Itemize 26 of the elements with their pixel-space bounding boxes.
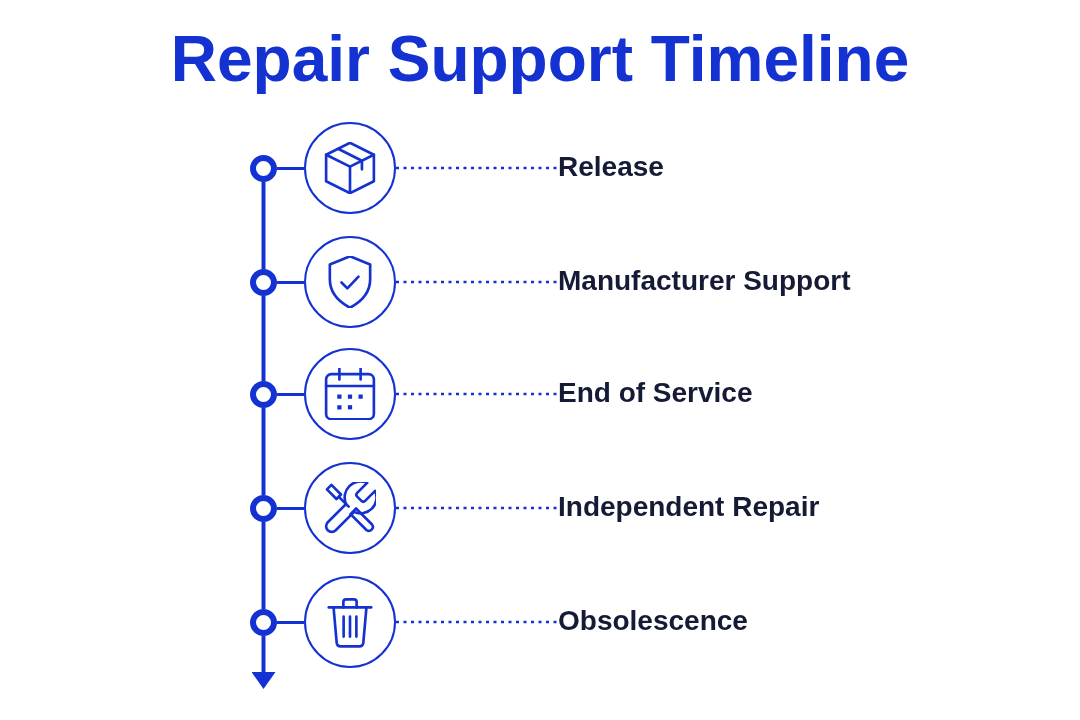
timeline-line — [261, 182, 266, 269]
connector-line — [277, 621, 304, 624]
timeline-line — [261, 522, 266, 609]
dotted-connector — [396, 506, 558, 510]
timeline-arrow — [251, 636, 276, 689]
connector-line — [277, 167, 304, 170]
dotted-connector — [396, 166, 558, 170]
dotted-connector — [396, 280, 558, 284]
timeline-marker — [250, 269, 277, 296]
timeline-marker — [250, 495, 277, 522]
timeline-marker — [250, 381, 277, 408]
title: Repair Support Timeline — [170, 22, 910, 97]
stage-label: Release — [558, 150, 664, 184]
connector-line — [277, 393, 304, 396]
dotted-connector — [396, 620, 558, 624]
connector-line — [277, 507, 304, 510]
dotted-connector — [396, 392, 558, 396]
timeline-line — [261, 296, 266, 381]
timeline-marker — [250, 155, 277, 182]
stage-label: Obsolescence — [558, 604, 748, 638]
stage-label: Independent Repair — [558, 490, 820, 524]
stage-label: End of Service — [558, 376, 753, 410]
timeline-line — [261, 408, 266, 495]
timeline-marker — [250, 609, 277, 636]
stage-label: Manufacturer Support — [558, 264, 851, 298]
connector-line — [277, 281, 304, 284]
